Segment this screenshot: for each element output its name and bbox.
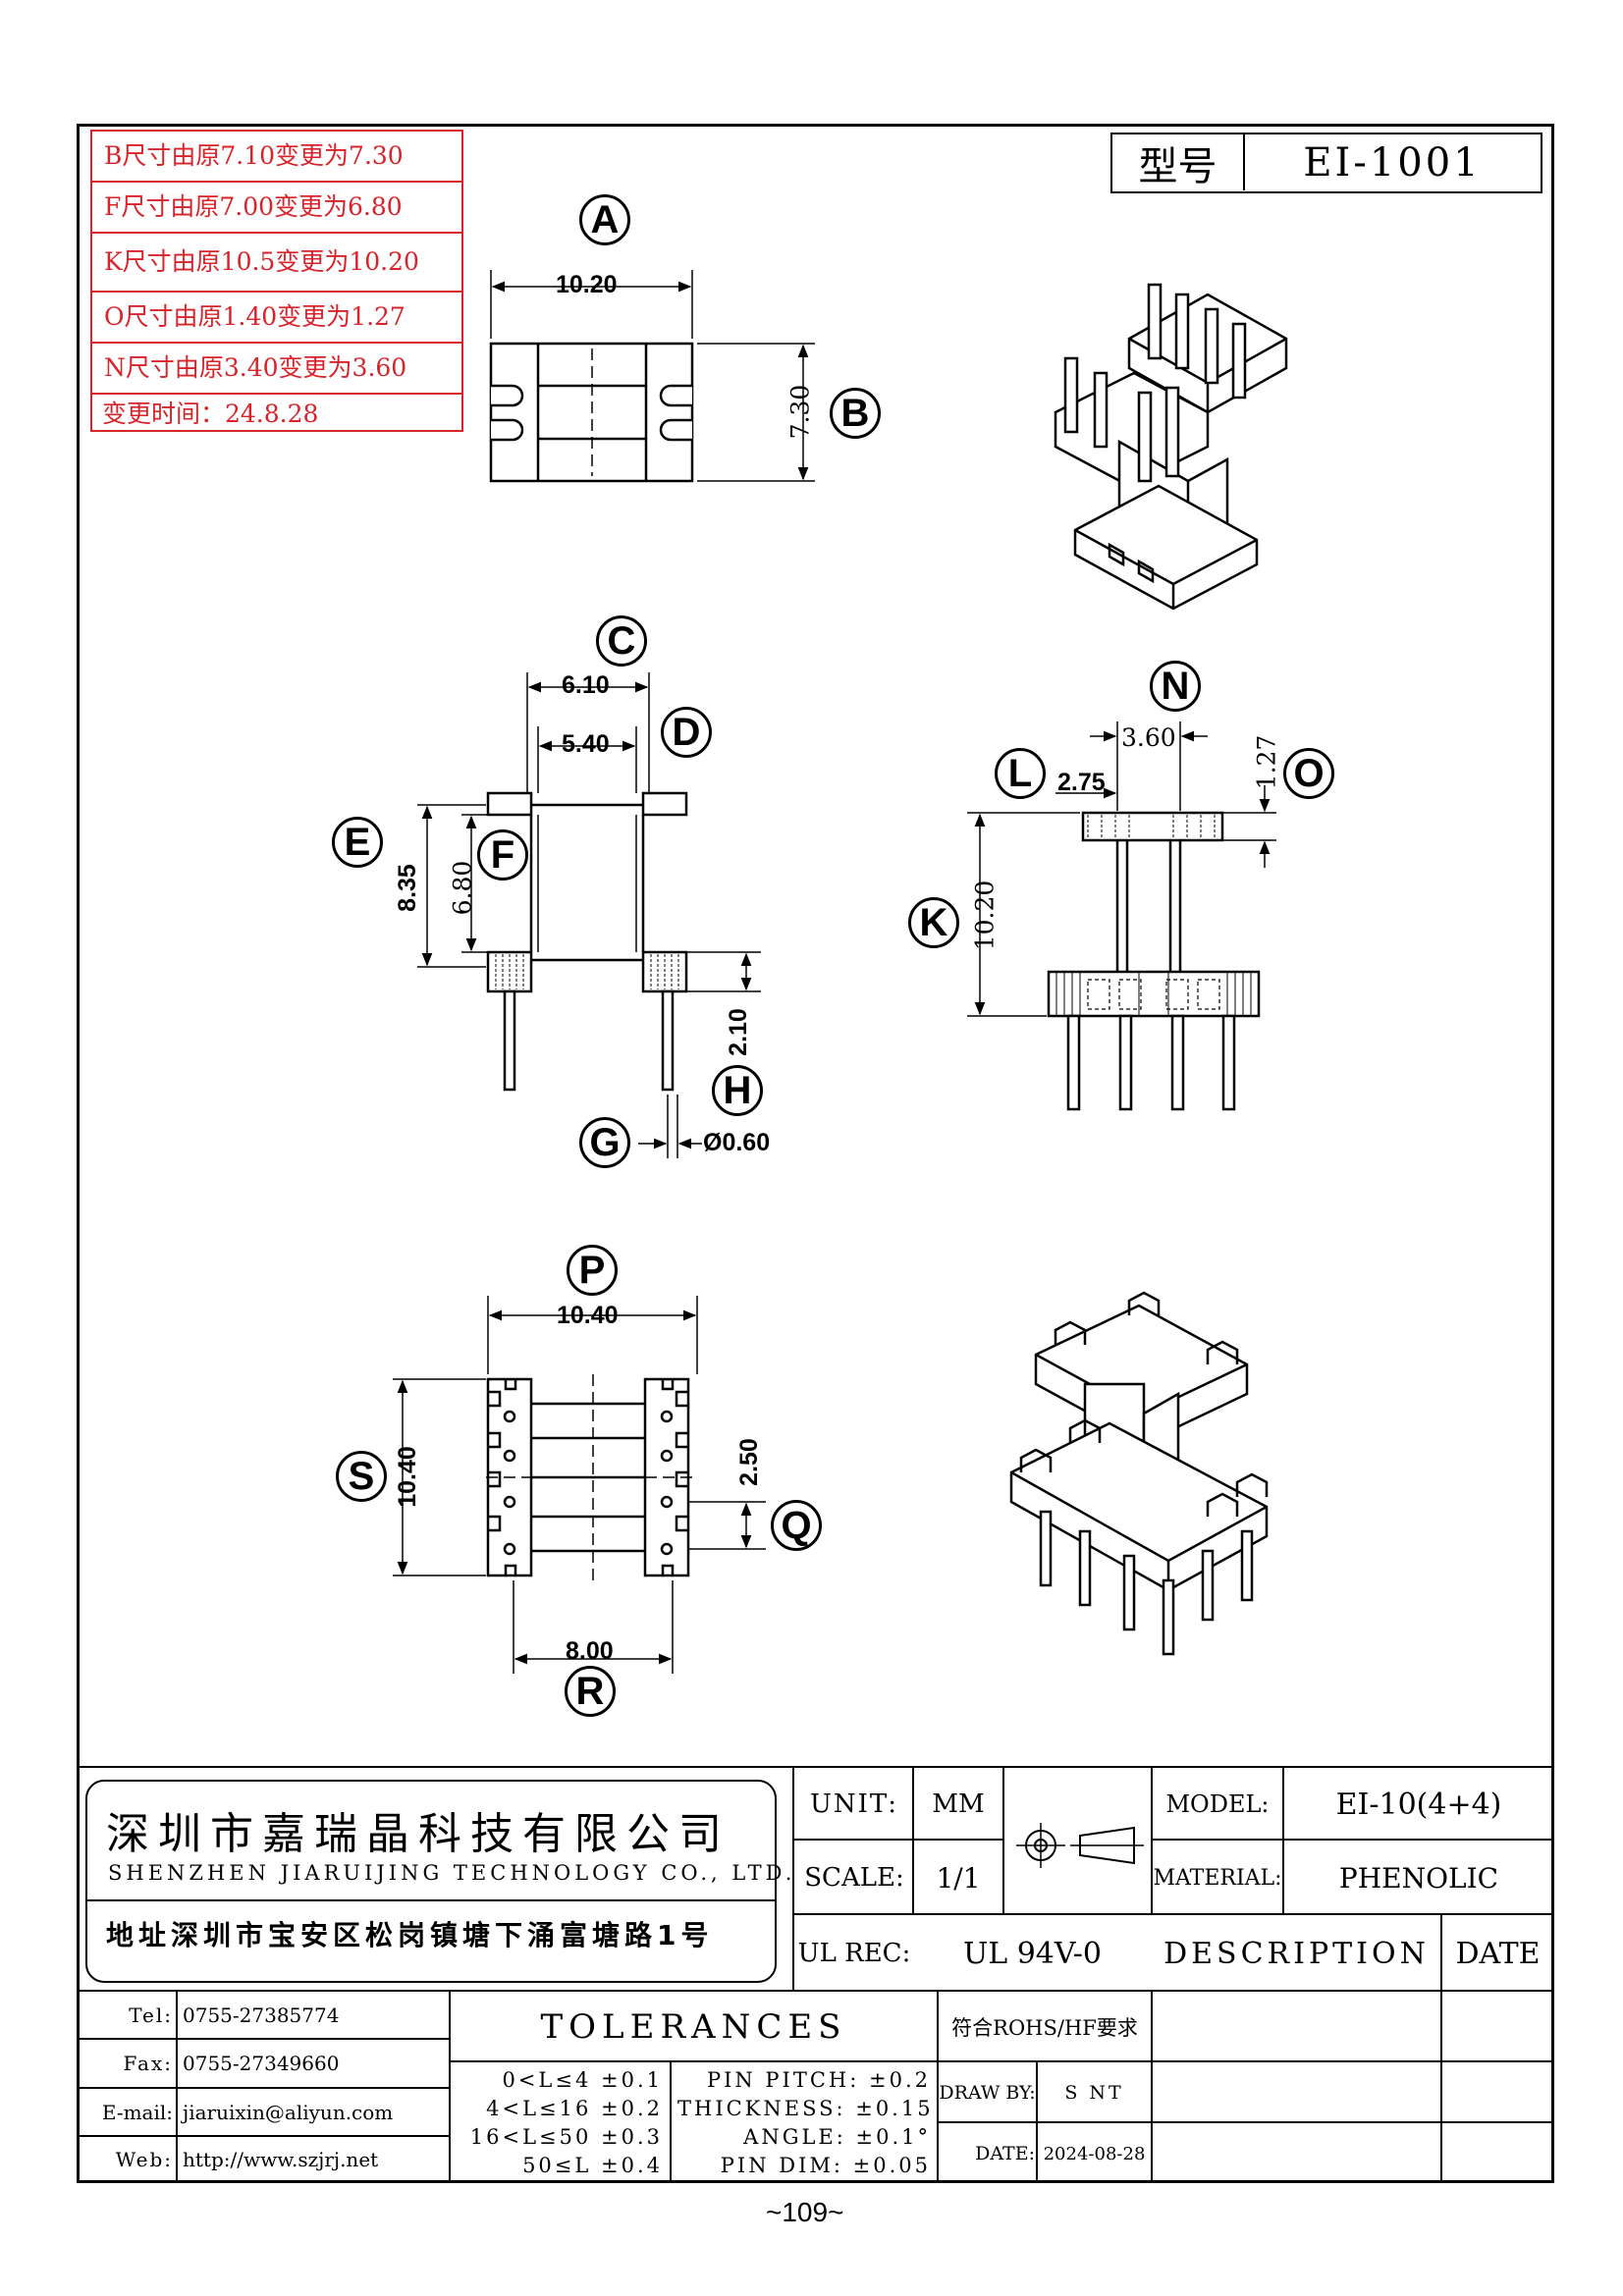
email-label: E-mail: xyxy=(101,2100,173,2124)
dim-r: 8.00 xyxy=(566,1637,614,1665)
dim-q: 2.50 xyxy=(734,1438,763,1486)
scale-label: SCALE: xyxy=(804,1863,904,1893)
label-n: N xyxy=(1150,661,1201,712)
web-value[interactable]: http://www.szjrj.net xyxy=(183,2148,379,2171)
model-label: 型号 xyxy=(1112,134,1245,190)
bottom-view xyxy=(393,1296,766,1674)
change-notes-box: B尺寸由原7.10变更为7.30 F尺寸由原7.00变更为6.80 K尺寸由原1… xyxy=(90,130,463,432)
page-number: ~109~ xyxy=(766,2197,844,2227)
unit-value: MM xyxy=(932,1789,985,1819)
dim-k: 10.20 xyxy=(970,880,1000,951)
dim-h: 2.10 xyxy=(724,1008,752,1056)
label-g: G xyxy=(579,1117,630,1168)
dim-a: 10.20 xyxy=(556,271,618,298)
tolerance-spec: THICKNESS: ±0.15 xyxy=(677,2097,934,2120)
web-label: Web: xyxy=(115,2148,173,2171)
change-note-date: 变更时间：24.8.28 xyxy=(102,400,319,428)
dim-e: 8.35 xyxy=(393,864,421,912)
front-view xyxy=(417,672,761,1158)
label-e: E xyxy=(332,817,383,868)
tolerance-spec: PIN DIM: ±0.05 xyxy=(720,2154,931,2177)
model-field-label: MODEL: xyxy=(1165,1790,1270,1818)
change-note: N尺寸由原3.40变更为3.60 xyxy=(92,344,461,395)
change-note: O尺寸由原1.40变更为1.27 xyxy=(92,293,461,344)
description-header: DESCRIPTION xyxy=(1163,1936,1430,1971)
rohs-note: 符合ROHS/HF要求 xyxy=(951,2016,1138,2040)
label-h: H xyxy=(712,1065,763,1116)
tolerance-spec: PIN PITCH: ±0.2 xyxy=(706,2068,931,2092)
change-note: F尺寸由原7.00变更为6.80 xyxy=(92,183,461,234)
label-r: R xyxy=(565,1666,616,1717)
dim-p: 10.40 xyxy=(557,1302,619,1329)
isometric-view-top xyxy=(1054,283,1288,611)
date-header: DATE xyxy=(1455,1936,1541,1971)
tel-label: Tel: xyxy=(129,2002,173,2027)
change-note: K尺寸由原10.5变更为10.20 xyxy=(92,234,461,293)
change-note: B尺寸由原7.10变更为7.30 xyxy=(92,132,461,183)
side-view xyxy=(967,721,1276,1111)
dim-b: 7.30 xyxy=(785,384,815,440)
dim-g: Ø0.60 xyxy=(703,1129,771,1156)
date-label: DATE: xyxy=(975,2143,1035,2164)
ul-label: UL REC: xyxy=(797,1939,911,1968)
company-name-en: SHENZHEN JIARUIJING TECHNOLOGY CO., LTD. xyxy=(108,1861,796,1885)
label-b: B xyxy=(830,388,881,439)
fax-label: Fax: xyxy=(123,2052,173,2075)
dim-d: 5.40 xyxy=(562,730,610,758)
title-block-grid xyxy=(77,1766,1554,2183)
tolerance-specs: PIN PITCH: ±0.2 THICKNESS: ±0.15 ANGLE: … xyxy=(677,2066,931,2180)
dim-l: 2.75 xyxy=(1057,769,1106,796)
label-o: O xyxy=(1283,748,1334,799)
date-value: 2024-08-28 xyxy=(1043,2143,1146,2164)
model-field-value: EI-10(4+4) xyxy=(1335,1787,1502,1822)
label-c: C xyxy=(596,615,647,667)
dim-c: 6.10 xyxy=(562,671,610,699)
label-l: L xyxy=(995,748,1046,799)
model-number-box: 型号 EI-1001 xyxy=(1110,133,1542,193)
drawing-frame xyxy=(77,124,1554,2183)
tolerance-range: 16<L≤50 ±0.3 xyxy=(469,2125,663,2149)
ul-value: UL 94V-0 xyxy=(962,1936,1103,1971)
tolerance-range: 4<L≤16 ±0.2 xyxy=(486,2097,663,2120)
label-a: A xyxy=(579,194,630,245)
dim-s: 10.40 xyxy=(393,1446,421,1508)
fax-value: 0755-27349660 xyxy=(183,2052,340,2075)
dim-o: 1.27 xyxy=(1252,734,1281,790)
material-label: MATERIAL: xyxy=(1153,1865,1282,1891)
dim-n: 3.60 xyxy=(1121,723,1176,752)
label-p: P xyxy=(567,1245,618,1296)
tolerances-title: TOLERANCES xyxy=(540,2007,847,2047)
label-d: D xyxy=(661,707,712,758)
tolerance-range: 0<L≤4 ±0.1 xyxy=(502,2068,663,2092)
label-k: K xyxy=(908,897,959,948)
label-s: S xyxy=(336,1451,387,1502)
model-value: EI-1001 xyxy=(1303,139,1482,186)
tolerance-spec: ANGLE: ±0.1° xyxy=(743,2125,931,2149)
tolerance-ranges: 0<L≤4 ±0.1 4<L≤16 ±0.2 16<L≤50 ±0.3 50≤L… xyxy=(461,2066,663,2180)
company-name-cn: 深圳市嘉瑞晶科技有限公司 xyxy=(106,1809,730,1859)
draw-by-value: S NT xyxy=(1064,2082,1124,2104)
label-f: F xyxy=(477,829,528,881)
isometric-view-bottom xyxy=(1009,1291,1269,1656)
company-address: 地址深圳市宝安区松岗镇塘下涌富塘路1号 xyxy=(106,1919,714,1951)
tolerance-range: 50≤L ±0.4 xyxy=(522,2154,663,2177)
scale-value: 1/1 xyxy=(936,1861,981,1895)
material-value: PHENOLIC xyxy=(1338,1861,1499,1895)
label-q: Q xyxy=(771,1500,822,1551)
dim-f: 6.80 xyxy=(448,860,477,916)
unit-label: UNIT: xyxy=(809,1789,899,1819)
tel-value: 0755-27385774 xyxy=(183,2002,340,2027)
email-value[interactable]: jiaruixin@aliyun.com xyxy=(183,2100,394,2124)
draw-by-label: DRAW BY: xyxy=(939,2082,1036,2104)
top-view xyxy=(489,270,815,483)
